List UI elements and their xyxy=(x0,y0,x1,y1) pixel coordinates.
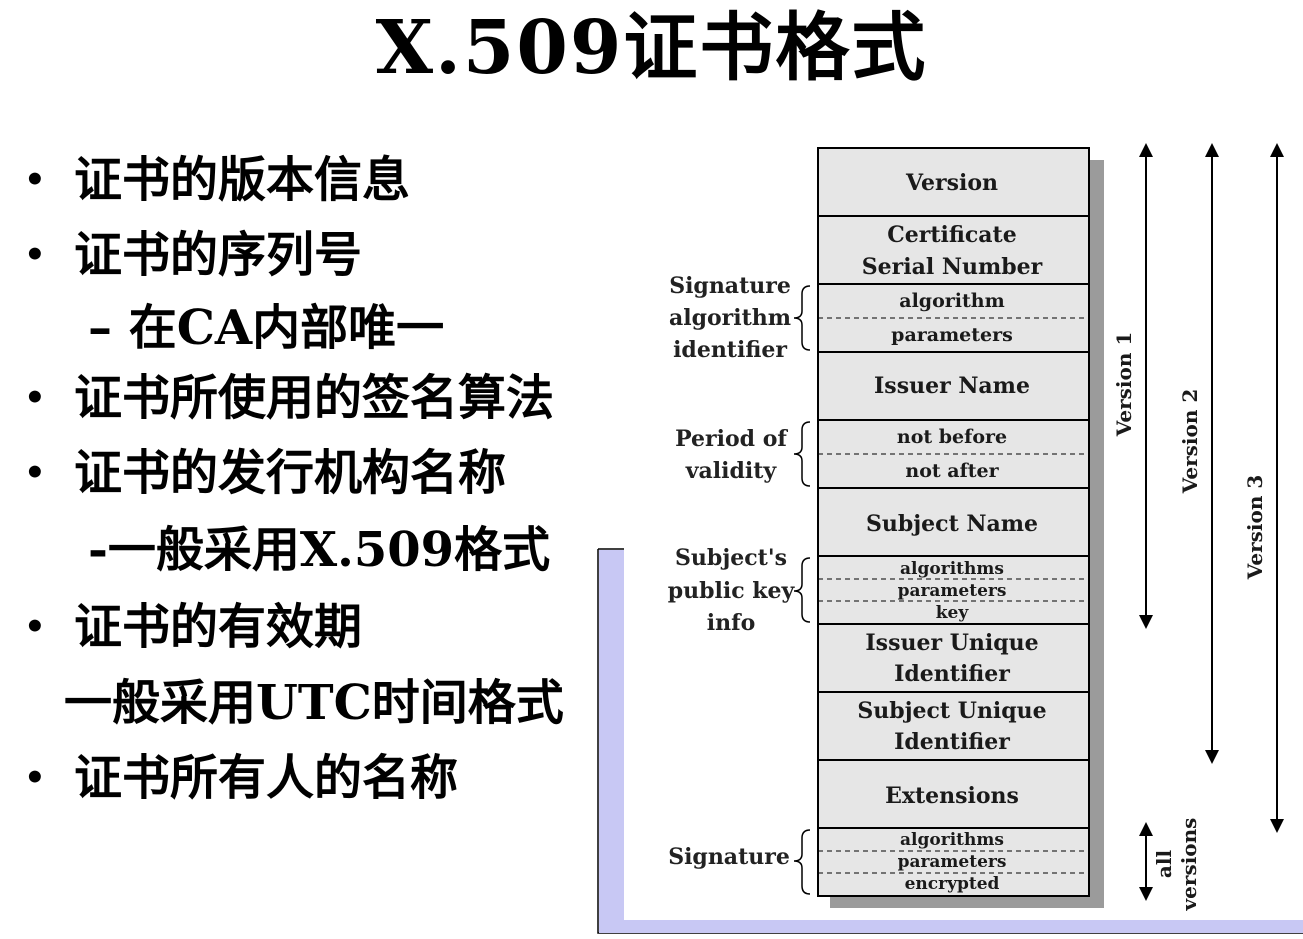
field-label: parameters xyxy=(898,581,1007,601)
group-label: identifier xyxy=(673,337,787,363)
field-label: parameters xyxy=(891,324,1013,346)
bullet-dot: • xyxy=(24,453,46,493)
field-label: Issuer Unique xyxy=(865,630,1038,656)
version-3-label: Version 3 xyxy=(1243,475,1267,581)
bullet-text: 证书的有效期 xyxy=(74,599,363,655)
brace xyxy=(793,421,811,487)
field-label: Serial Number xyxy=(862,254,1043,280)
field-issuer-name xyxy=(817,351,1090,421)
bullet-text: 证书所有人的名称 xyxy=(74,750,459,806)
version-2-label: Version 2 xyxy=(1178,389,1202,495)
field-label: Subject Name xyxy=(866,511,1038,537)
field-label: Certificate xyxy=(887,222,1016,248)
all-versions-label: all xyxy=(1152,850,1176,879)
field-label: key xyxy=(936,603,970,623)
field-label: Identifier xyxy=(894,729,1010,755)
braces xyxy=(793,285,811,895)
sub-bullet-validity: 一般采用UTC时间格式 xyxy=(64,675,564,731)
field-extensions xyxy=(817,759,1090,829)
bullet-dot: • xyxy=(24,607,46,647)
field-label: not before xyxy=(897,426,1007,448)
field-label: Version xyxy=(905,170,998,196)
page-title: X.509证书格式 xyxy=(375,5,928,91)
all-versions-label: versions xyxy=(1177,818,1201,912)
group-label: Period of xyxy=(675,426,788,452)
sub-bullet-serial: – 在CA内部唯一 xyxy=(88,298,444,358)
field-serial-number xyxy=(817,215,1090,285)
field-issuer-unique-id xyxy=(817,623,1090,693)
field-label: encrypted xyxy=(905,874,1000,894)
bullet-text: 证书的发行机构名称 xyxy=(74,445,507,501)
field-label: parameters xyxy=(898,852,1007,872)
bullet-dot: • xyxy=(24,378,46,418)
brace xyxy=(793,557,811,623)
field-label: Subject Unique xyxy=(857,698,1046,724)
brace xyxy=(793,829,811,895)
group-label: algorithm xyxy=(669,305,791,331)
field-label: algorithms xyxy=(900,830,1004,850)
sub-bullet-issuer: -一般采用X.509格式 xyxy=(88,522,551,578)
field-label: Extensions xyxy=(885,783,1019,809)
sub-bullet-text: 在CA内部唯一 xyxy=(128,300,445,356)
field-boxes xyxy=(817,147,1090,897)
group-label: validity xyxy=(685,458,778,484)
group-label: public key xyxy=(668,578,796,604)
bullet-text: 证书的版本信息 xyxy=(74,152,411,208)
brace xyxy=(793,285,811,351)
field-label: Issuer Name xyxy=(874,373,1030,399)
field-subject-unique-id xyxy=(817,691,1090,761)
version-arrows xyxy=(1139,143,1284,901)
bullet-dot: • xyxy=(24,160,46,200)
frame-band xyxy=(599,550,624,933)
field-dividers xyxy=(818,317,1089,874)
group-label: Subject's xyxy=(675,545,787,571)
group-label: info xyxy=(707,610,756,636)
bullet-dot: • xyxy=(24,758,46,798)
field-label: Identifier xyxy=(894,661,1010,687)
field-public-key-info xyxy=(817,555,1090,625)
field-subject-name xyxy=(817,487,1090,557)
bullet-list: • 证书的版本信息 • 证书的序列号 – 在CA内部唯一 • 证书所使用的签名算… xyxy=(0,0,640,939)
field-label: algorithm xyxy=(899,290,1004,312)
field-signature xyxy=(817,827,1090,897)
dash-glyph: – xyxy=(88,300,129,356)
bullet-text: 证书所使用的签名算法 xyxy=(74,370,555,426)
version-1-label: Version 1 xyxy=(1112,332,1136,438)
group-label: Signature xyxy=(668,844,790,870)
field-label: not after xyxy=(905,460,999,482)
bullet-dot: • xyxy=(24,235,46,275)
field-label: algorithms xyxy=(900,559,1004,579)
group-label: Signature xyxy=(669,273,791,299)
bullet-text: 证书的序列号 xyxy=(74,227,363,283)
frame-band-bottom xyxy=(599,920,1303,933)
